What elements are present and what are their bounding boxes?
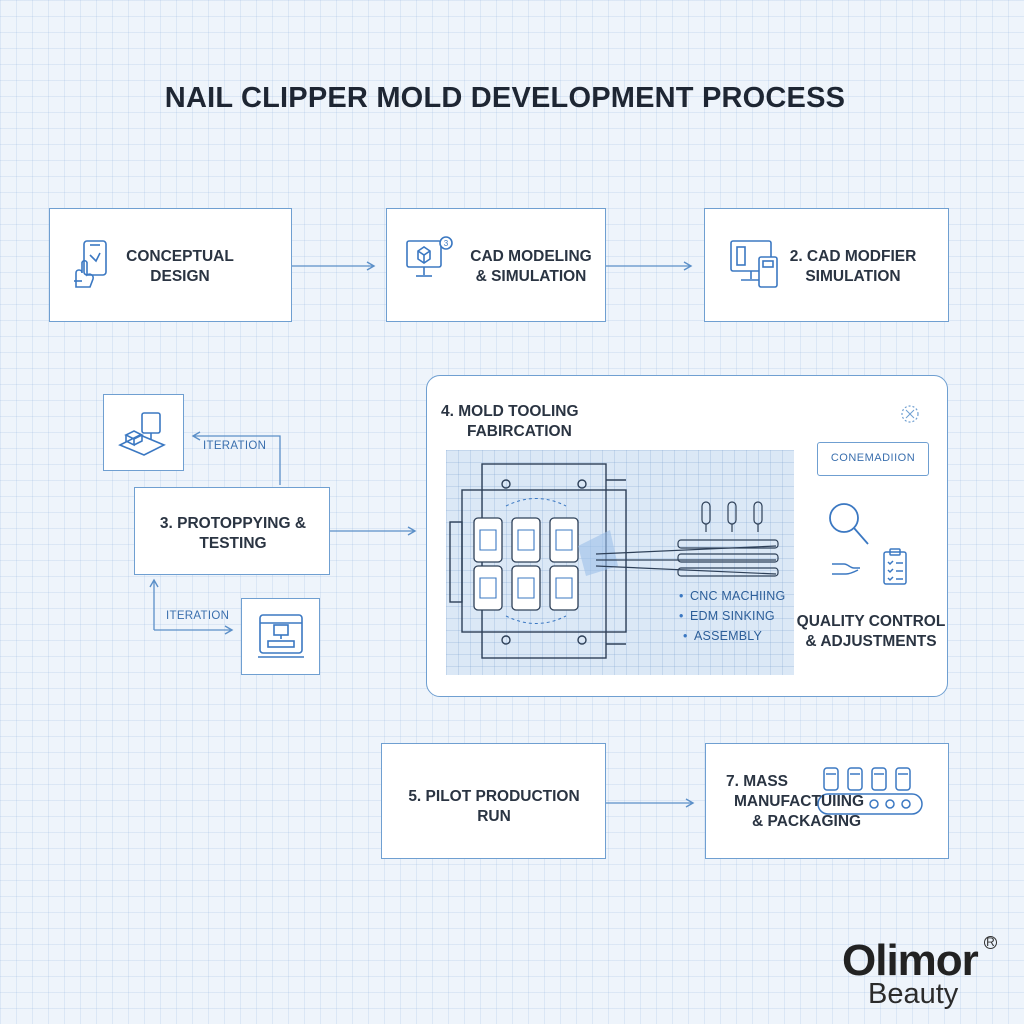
conceptual-line1: CONCEPTUAL <box>126 248 234 265</box>
prototyping-line1: 3. PROTOPPYING & <box>159 515 307 532</box>
quality-line2: & ADJUSTMENTS <box>805 633 937 650</box>
step-mass-manufacturing: 7. MASS MANUFACTUIING & PACKAGING <box>705 743 949 859</box>
iteration-icon-box-bottom <box>241 598 320 675</box>
iteration-label-top: ITERATION <box>203 440 267 452</box>
pilot-line1: 5. PILOT PRODUCTION <box>408 788 580 805</box>
mass-line1: 7. MASS <box>726 773 789 790</box>
mold-tooling-line1: 4. MOLD TOOLING <box>441 403 579 420</box>
mass-line3: & PACKAGING <box>752 813 862 830</box>
cad-modeling-line2: & SIMULATION <box>475 268 587 285</box>
bullet-cnc: CNC MACHIING <box>679 589 785 603</box>
monitor-cube-icon: 3 <box>406 236 453 277</box>
bullet-edm: EDM SINKING <box>679 609 775 623</box>
hand-clipboard-icon <box>832 548 907 585</box>
cad-modifier-line2: SIMULATION <box>805 268 901 285</box>
mold-tooling-line2: FABIRCATION <box>467 423 572 440</box>
iteration-label-bottom: ITERATION <box>166 610 230 622</box>
cad-badge: 3 <box>444 239 449 248</box>
page-title: NAIL CLIPPER MOLD DEVELOPMENT PROCESS <box>164 82 846 114</box>
quality-line1: QUALITY CONTROL <box>796 613 946 630</box>
confirmation-button[interactable]: CONEMADIION <box>817 442 929 476</box>
mold-schematic <box>446 450 794 675</box>
brand-logo-name: Olimor <box>842 936 979 985</box>
mass-line2: MANUFACTUIING <box>734 793 865 810</box>
quality-control-label: QUALITY CONTROL & ADJUSTMENTS <box>796 612 946 652</box>
conceptual-line2: DESIGN <box>150 268 210 285</box>
bullet-assembly: ASSEMBLY <box>683 629 762 643</box>
cad-modifier-line1: 2. CAD MODFIER <box>789 248 917 265</box>
step-prototyping: 3. PROTOPPYING & TESTING <box>134 487 330 575</box>
step-cad-modeling: 3 CAD MODELING & SIMULATION <box>386 208 606 322</box>
monitor-device-icon <box>730 240 778 288</box>
cad-modeling-line1: CAD MODELING <box>470 248 592 265</box>
iteration-icon-box-top <box>103 394 184 471</box>
step-cad-modifier: 2. CAD MODFIER SIMULATION <box>704 208 949 322</box>
step-conceptual-design: CONCEPTUAL DESIGN <box>49 208 292 322</box>
brand-logo-sub: Beauty <box>868 978 959 1010</box>
magnifier-icon <box>829 503 869 545</box>
prototyping-line2: TESTING <box>199 535 267 552</box>
conveyor-bottles-icon <box>817 767 923 815</box>
mold-schematic-icon <box>449 463 779 659</box>
tablet-hand-icon <box>74 240 107 288</box>
step-pilot-production: 5. PILOT PRODUCTION RUN <box>381 743 606 859</box>
brand-registered-mark: R <box>984 936 997 949</box>
crosshair-icon <box>901 405 919 423</box>
computer-assembly-icon <box>118 412 166 456</box>
3d-printer-icon <box>258 614 304 658</box>
pilot-line2: RUN <box>477 808 511 825</box>
